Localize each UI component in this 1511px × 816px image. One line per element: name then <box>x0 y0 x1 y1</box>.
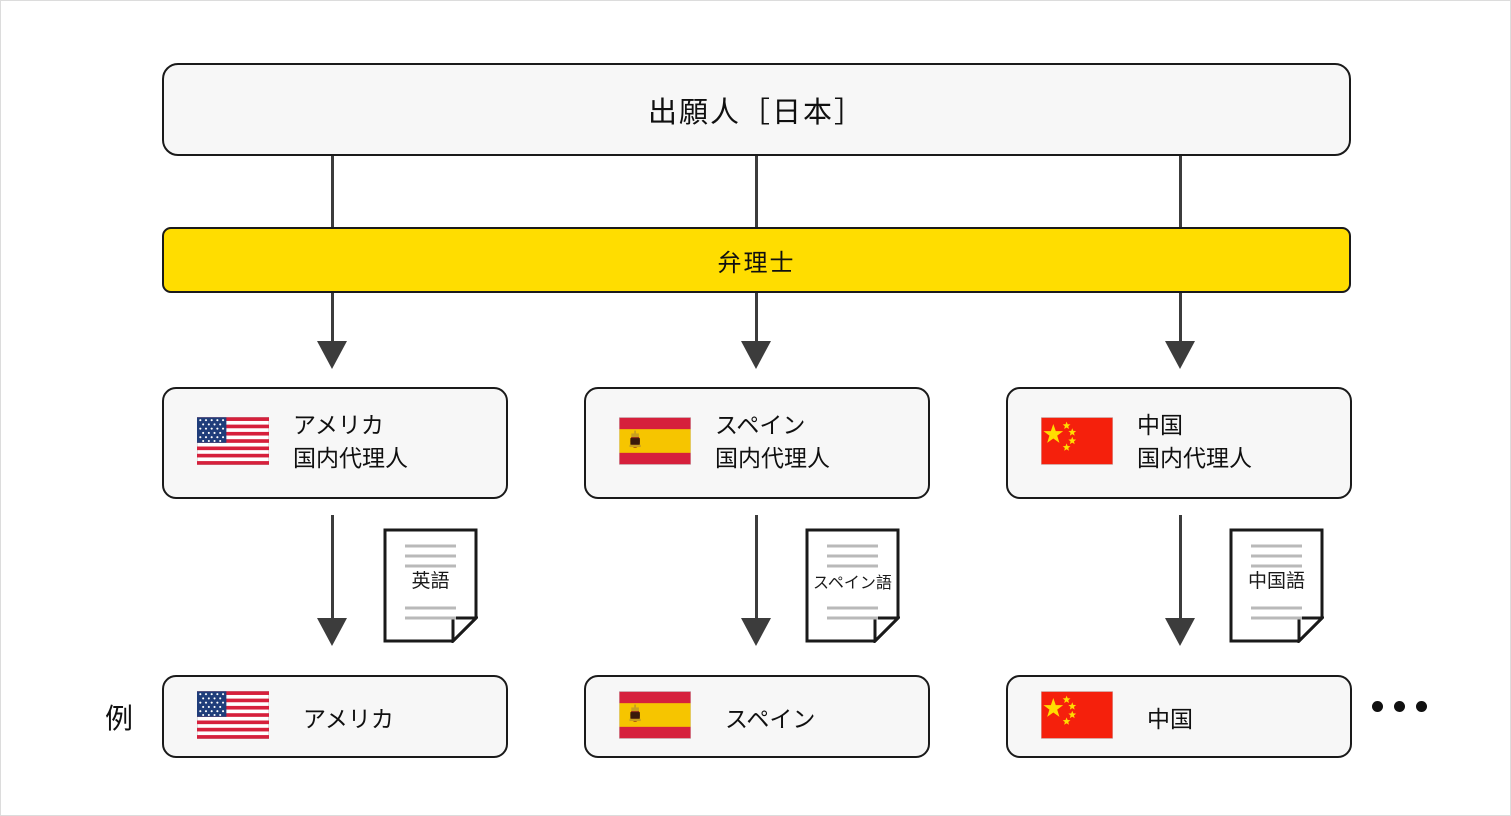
ellipsis-more-countries <box>1372 701 1427 712</box>
us-flag-icon <box>196 690 270 743</box>
country-box-china: 中国 <box>1006 675 1352 758</box>
arrow-line-bar-to-agent-3 <box>1179 293 1182 345</box>
ellipsis-dot <box>1372 701 1383 712</box>
document-language-spanish: スペイン語 <box>813 573 892 592</box>
country-label-us: アメリカ <box>303 706 394 733</box>
patent-attorney-bar: 弁理士 <box>162 227 1351 293</box>
country-box-spain: スペイン <box>584 675 930 758</box>
connector-line-2 <box>755 156 758 227</box>
agent-label-china: 中国 国内代理人 <box>1137 413 1252 472</box>
arrow-head-agent-to-country-2 <box>741 618 771 646</box>
agent-box-spain: スペイン 国内代理人 <box>584 387 930 499</box>
document-language-chinese: 中国語 <box>1247 570 1305 592</box>
applicant-box: 出願人［日本］ <box>162 63 1351 156</box>
agent-label-spain: スペイン 国内代理人 <box>715 413 830 472</box>
applicant-label: 出願人［日本］ <box>647 94 865 129</box>
china-flag-icon <box>1040 416 1114 469</box>
country-label-china: 中国 <box>1147 706 1193 733</box>
patent-attorney-label: 弁理士 <box>717 248 796 277</box>
arrow-head-bar-to-agent-1 <box>317 341 347 369</box>
arrow-head-bar-to-agent-3 <box>1165 341 1195 369</box>
arrow-line-bar-to-agent-1 <box>331 293 334 345</box>
ellipsis-dot <box>1416 701 1427 712</box>
connector-line-1 <box>331 156 334 227</box>
connector-line-3 <box>1179 156 1182 227</box>
china-flag-icon <box>1040 690 1114 743</box>
arrow-line-agent-to-country-2 <box>755 515 758 622</box>
arrow-head-agent-to-country-1 <box>317 618 347 646</box>
document-icon-english: 英語 <box>383 528 480 645</box>
country-label-spain: スペイン <box>725 706 816 733</box>
spain-flag-icon <box>618 690 692 743</box>
country-box-us: アメリカ <box>162 675 508 758</box>
example-label: 例 <box>105 702 134 735</box>
agent-label-us: アメリカ 国内代理人 <box>293 413 408 472</box>
document-language-english: 英語 <box>411 570 450 592</box>
arrow-head-bar-to-agent-2 <box>741 341 771 369</box>
us-flag-icon <box>196 416 270 469</box>
document-icon-chinese: 中国語 <box>1229 528 1326 645</box>
spain-flag-icon <box>618 416 692 469</box>
ellipsis-dot <box>1394 701 1405 712</box>
arrow-head-agent-to-country-3 <box>1165 618 1195 646</box>
agent-box-china: 中国 国内代理人 <box>1006 387 1352 499</box>
arrow-line-bar-to-agent-2 <box>755 293 758 345</box>
arrow-line-agent-to-country-1 <box>331 515 334 622</box>
document-icon-spanish: スペイン語 <box>805 528 902 645</box>
agent-box-us: アメリカ 国内代理人 <box>162 387 508 499</box>
arrow-line-agent-to-country-3 <box>1179 515 1182 622</box>
